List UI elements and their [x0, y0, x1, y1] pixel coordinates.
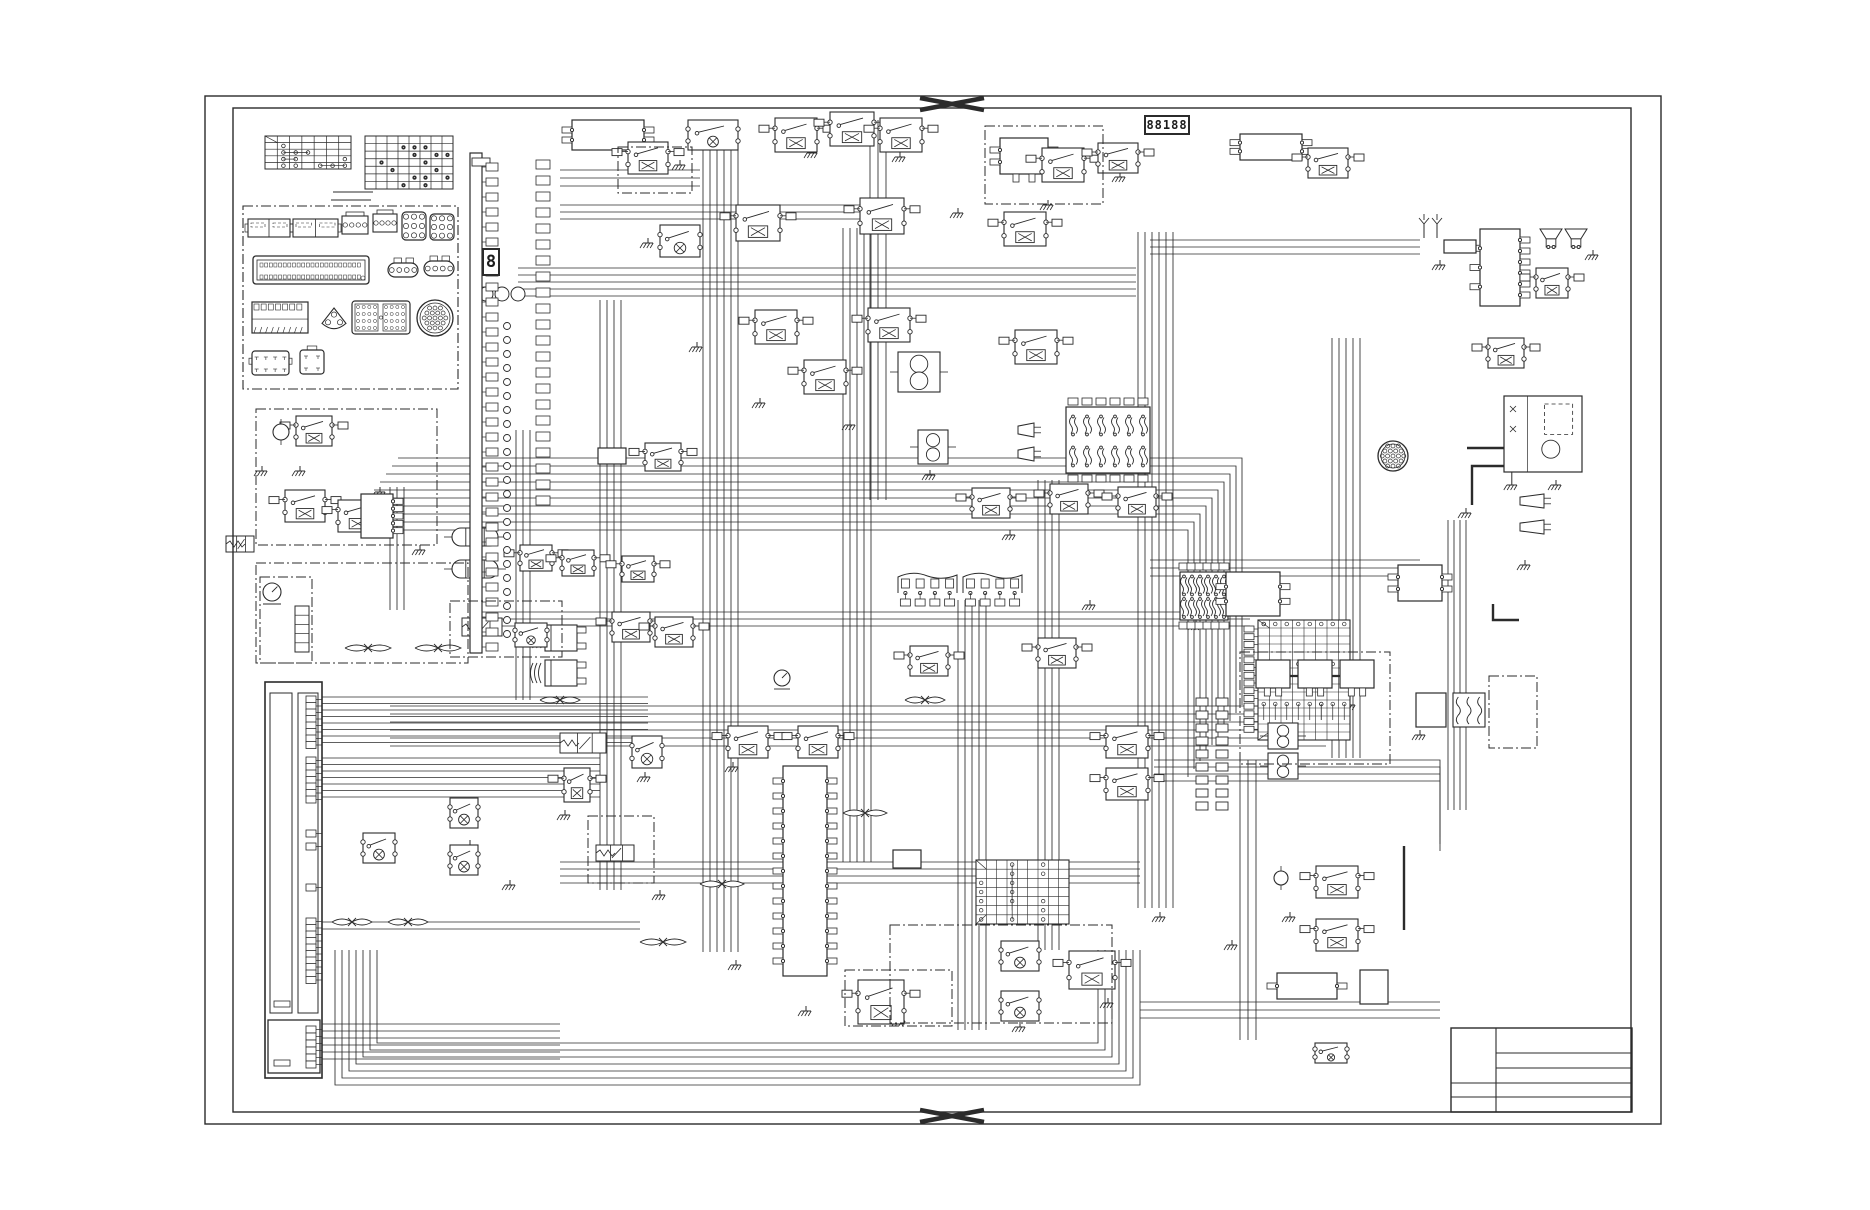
connector-legend: [242, 205, 459, 390]
junction-block: [264, 681, 323, 1079]
mark-tables: [264, 135, 454, 201]
dash-dot-boxes: [255, 125, 1538, 1027]
pin-ladder-column: [469, 152, 551, 654]
seven-segment-counter-display: 88188: [1144, 115, 1190, 135]
twisted-pair-symbols: [331, 643, 946, 947]
sheet-frame: [204, 95, 1662, 1125]
seven-segment-digit-display: 8: [482, 248, 500, 276]
modules: [225, 111, 1588, 1064]
title-block: [1450, 1027, 1633, 1113]
bold-wires: [1402, 446, 1519, 930]
